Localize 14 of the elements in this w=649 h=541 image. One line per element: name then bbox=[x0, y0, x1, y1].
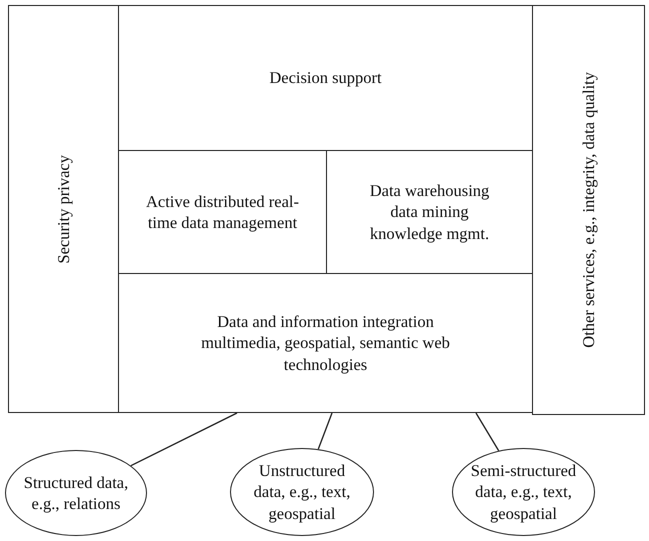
layer-label: Data and information integration multimedia, geospatial, semantic web technologies bbox=[200, 310, 451, 376]
connector-line bbox=[318, 412, 333, 450]
ellipse-label: Semi-structured data, e.g., text, geospatial bbox=[470, 460, 578, 524]
ellipse-label: Structured data, e.g., relations bbox=[22, 472, 130, 514]
vertical-layer-box bbox=[532, 5, 645, 415]
layer-label: Other services, e.g., integrity, data quality bbox=[578, 72, 599, 348]
layer-label: Decision support bbox=[269, 67, 382, 89]
layer-label: Security privacy bbox=[52, 154, 74, 264]
connector-line bbox=[130, 412, 238, 466]
ellipse-label: Unstructured data, e.g., text, geospatial bbox=[252, 460, 352, 524]
connector-line bbox=[475, 412, 500, 452]
layer-label: Active distributed real-time data management bbox=[144, 190, 300, 234]
layer-label: Data warehousing data mining knowledge mgmt. bbox=[368, 180, 490, 244]
vertical-layer-box bbox=[8, 5, 119, 413]
